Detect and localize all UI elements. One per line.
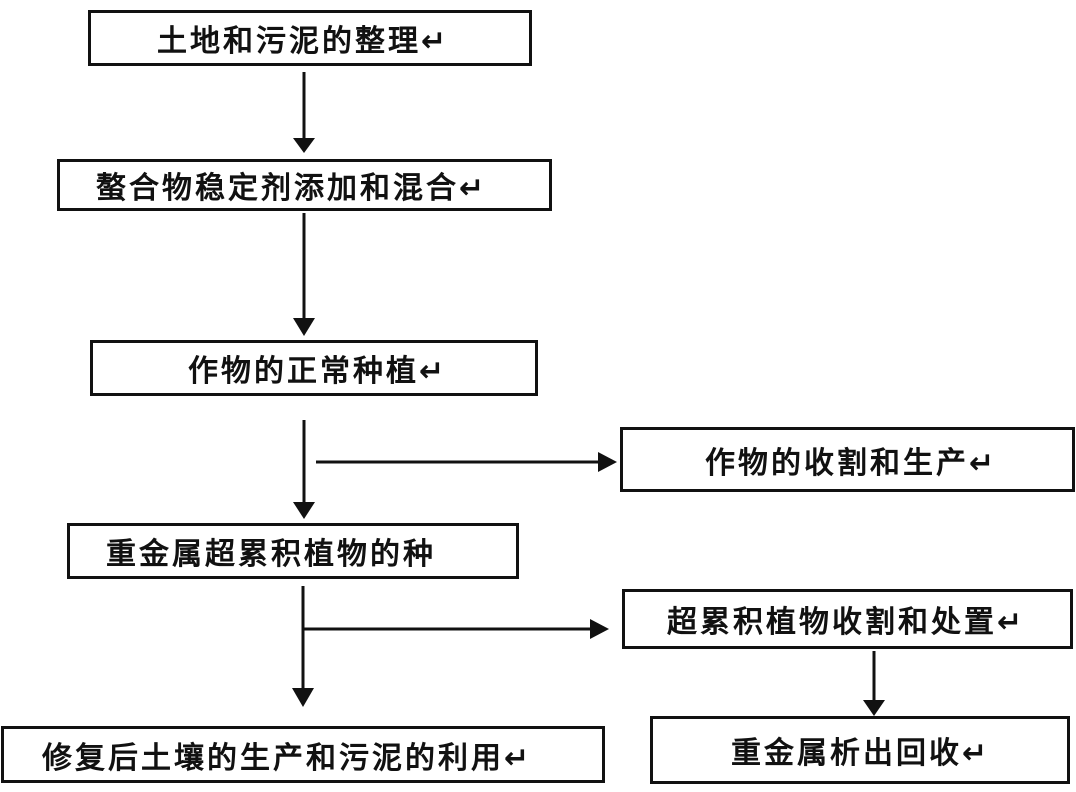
step-label: 超累积植物收割和处置↵ — [667, 605, 1026, 640]
step-label: 重金属析出回收↵ — [731, 736, 991, 771]
arrowhead-down — [292, 688, 314, 707]
step-box-crop-harvest-production: 作物的收割和生产↵ — [620, 427, 1075, 492]
step-label: 作物的收割和生产↵ — [705, 445, 998, 481]
step-label: 螯合物稳定剂添加和混合↵ — [96, 171, 488, 206]
arrowhead-right — [590, 619, 609, 639]
step-box-normal-crop-planting: 作物的正常种植↵ — [90, 340, 538, 396]
arrowhead-down — [293, 502, 315, 519]
step-label: 重金属超累积植物的种 — [106, 537, 436, 572]
step-box-chelate-stabilizer-mixing: 螯合物稳定剂添加和混合↵ — [57, 159, 552, 211]
arrowhead-down — [293, 138, 315, 153]
step-box-heavy-metal-recovery: 重金属析出回收↵ — [650, 716, 1070, 784]
step-label: 土地和污泥的整理↵ — [157, 24, 450, 59]
step-box-hyperaccumulator-planting: 重金属超累积植物的种 — [67, 523, 519, 579]
step-box-hyperaccumulator-harvest-disposal: 超累积植物收割和处置↵ — [622, 589, 1073, 649]
step-label: 修复后土壤的生产和污泥的利用↵ — [42, 740, 533, 776]
arrowhead-right — [598, 452, 617, 472]
step-box-remediated-soil-utilization: 修复后土壤的生产和污泥的利用↵ — [1, 726, 605, 783]
step-label: 作物的正常种植↵ — [188, 354, 448, 389]
arrowhead-down — [293, 318, 315, 336]
arrowhead-down — [863, 700, 885, 716]
step-box-land-sludge-preparation: 土地和污泥的整理↵ — [88, 10, 532, 66]
